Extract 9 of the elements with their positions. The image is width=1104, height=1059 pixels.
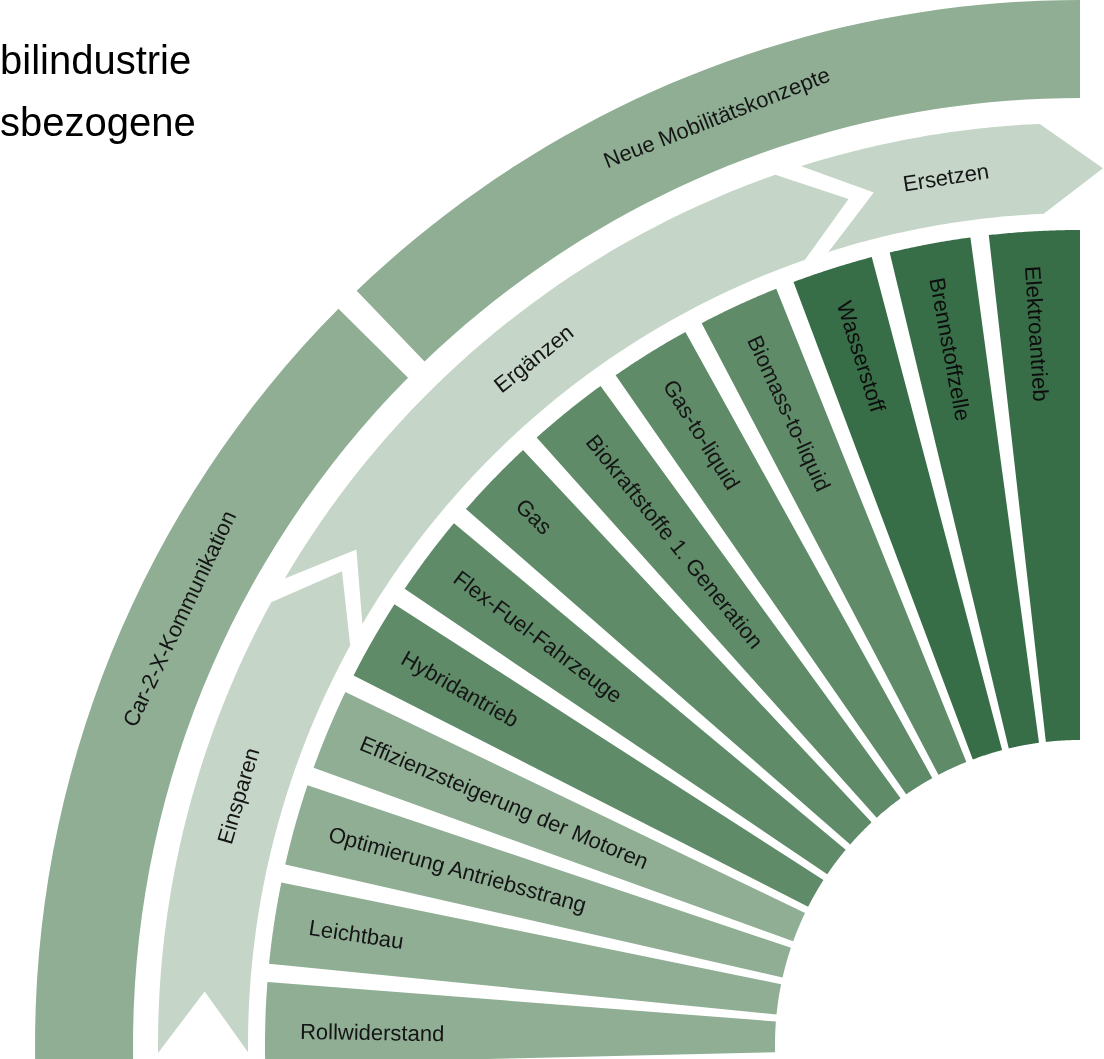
segment-label: Gas xyxy=(510,494,557,540)
segment-label: Rollwiderstand xyxy=(299,1020,445,1047)
segment-label: Elektroantrieb xyxy=(1019,265,1053,403)
segment-label: Ersetzen xyxy=(901,159,991,197)
title-text: bilindustrie xyxy=(0,40,192,80)
segment-label: Leichtbau xyxy=(307,916,405,955)
sector-segment xyxy=(265,982,776,1059)
sector-segment xyxy=(988,230,1080,742)
title-text: sbezogene xyxy=(0,102,196,142)
